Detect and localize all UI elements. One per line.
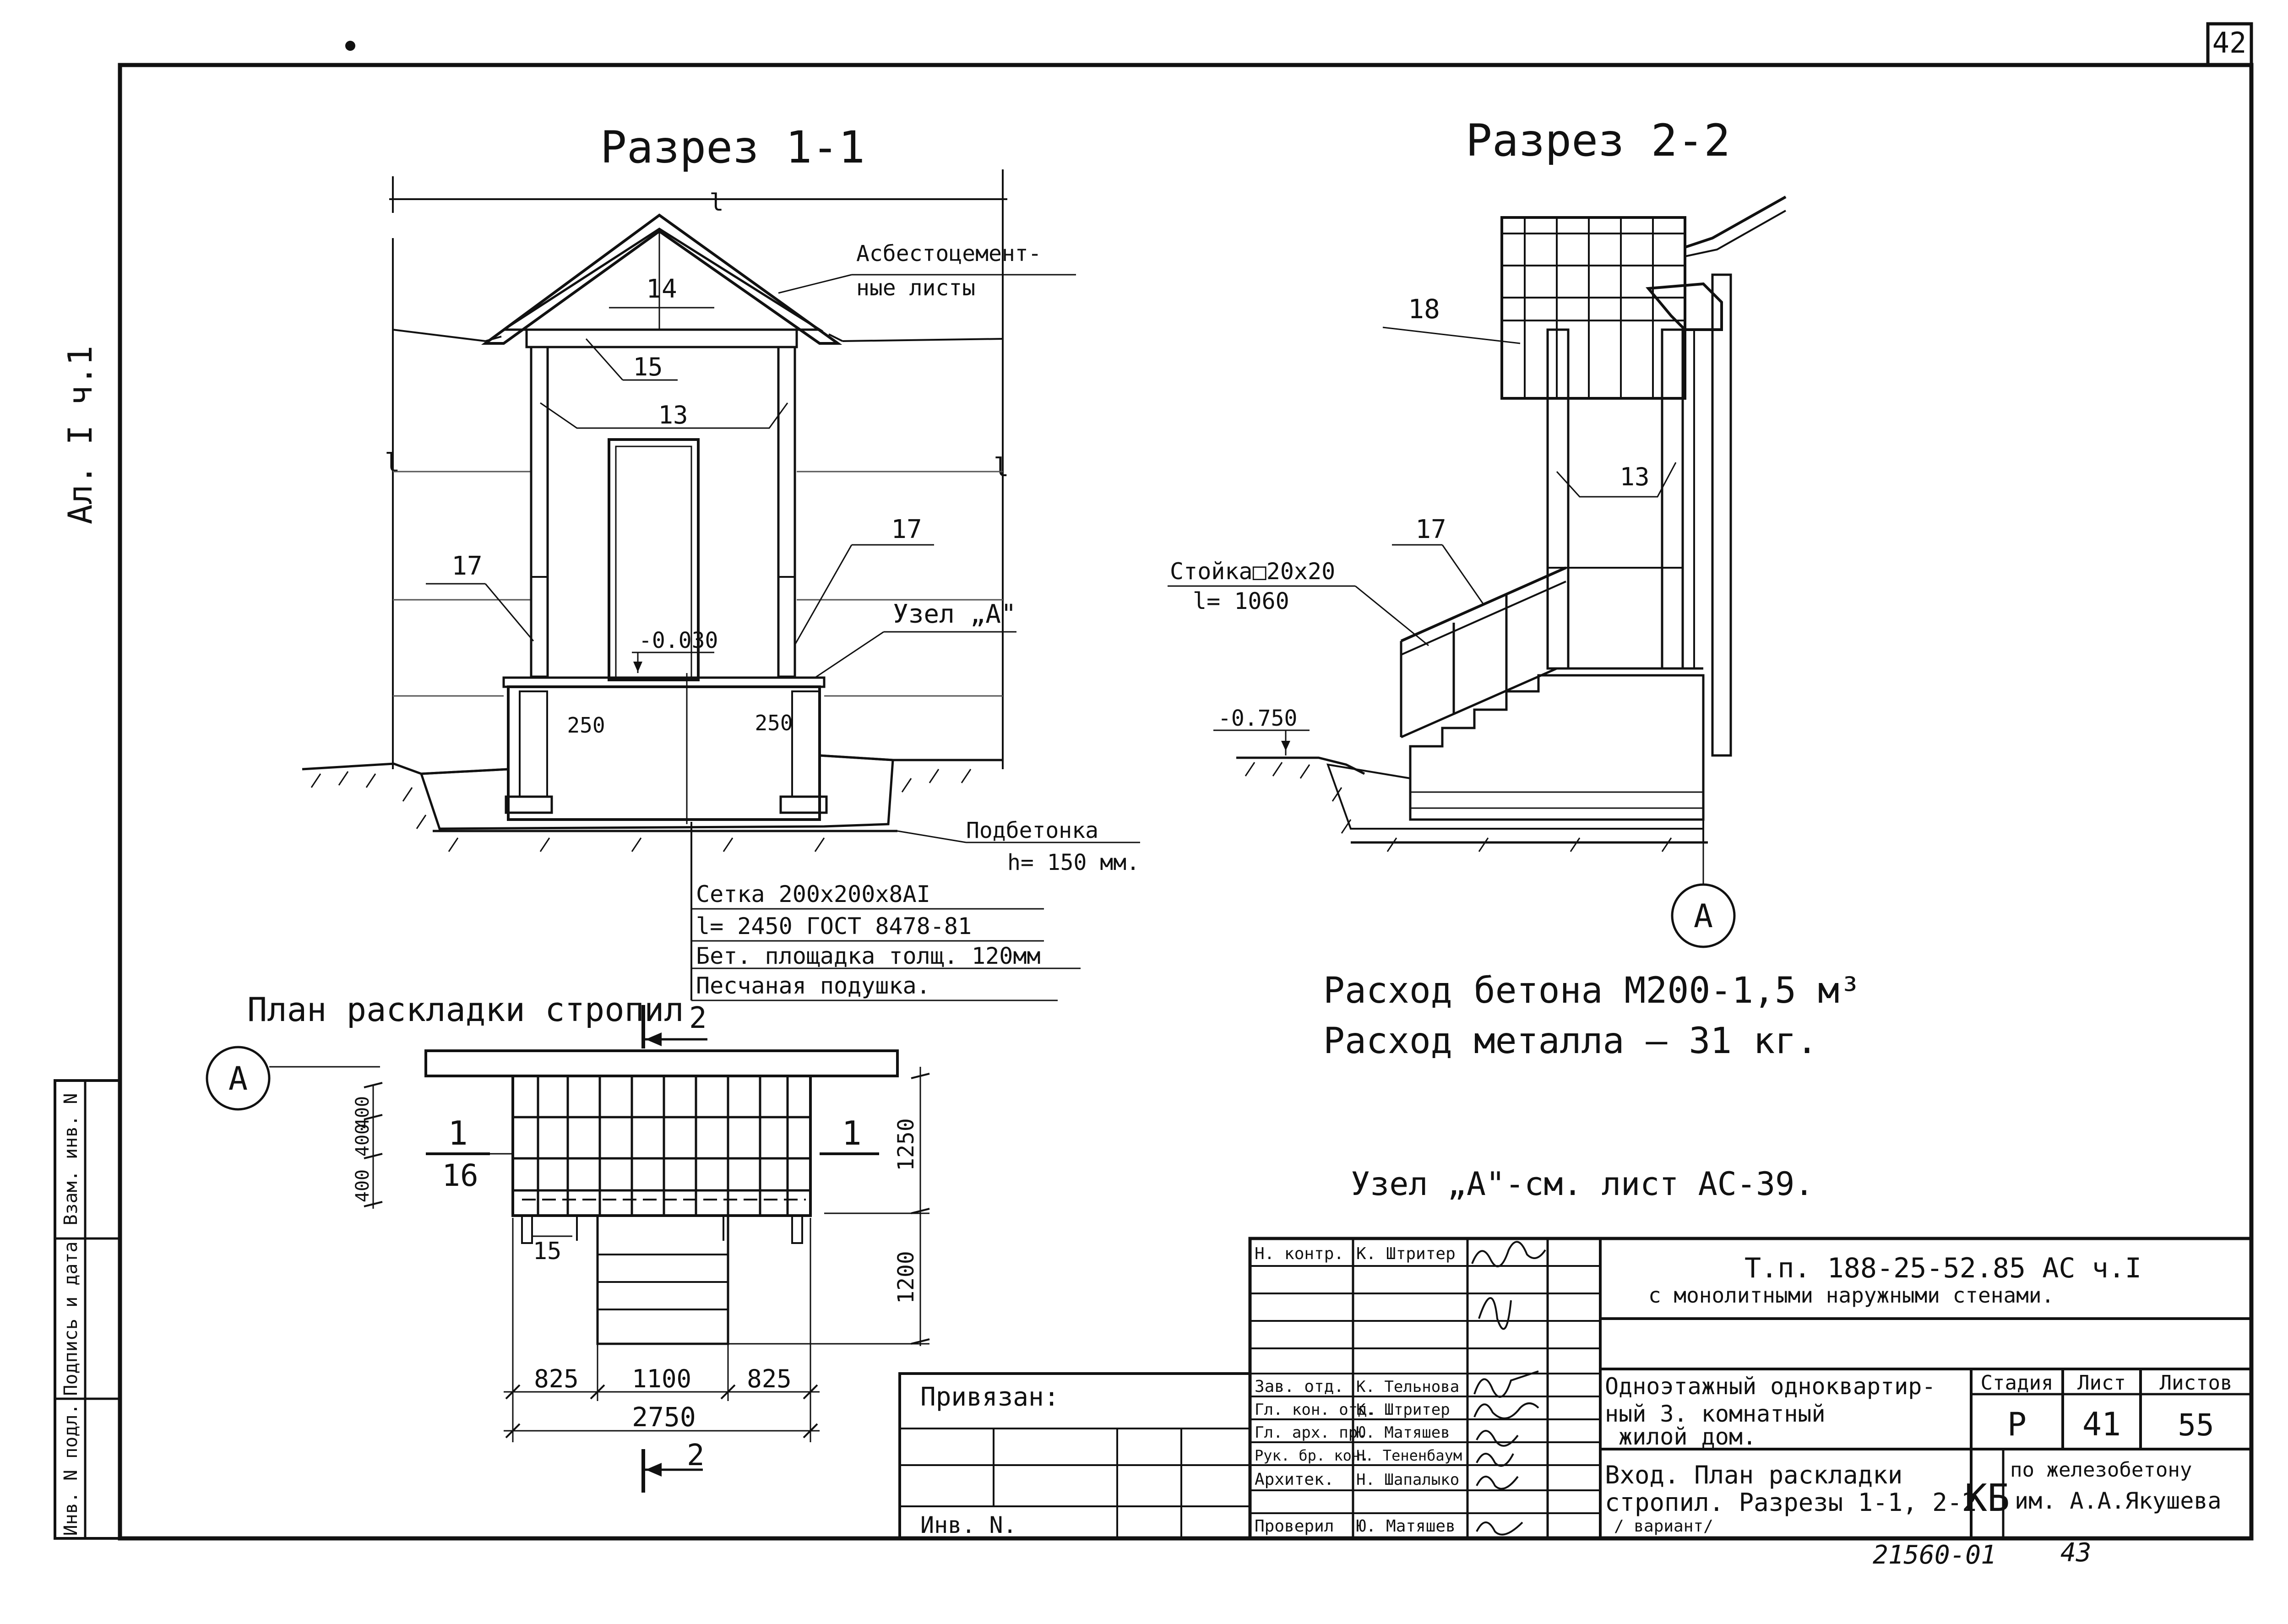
section1-note-2: l= 2450 ГОСТ 8478-81 xyxy=(696,913,972,940)
tb-inv: Инв. N. xyxy=(920,1512,1017,1538)
section2-level: -0.750 xyxy=(1218,706,1297,731)
section1-dim-left: l xyxy=(385,448,400,478)
section1-node-label: Узел „А" xyxy=(893,599,1016,629)
section2-title: Разрез 2-2 xyxy=(1466,115,1730,166)
sheet-number-box xyxy=(2206,22,2253,67)
consumption-metal: Расход металла — 31 кг. xyxy=(1323,1021,1818,1062)
plan-cut-top: 2 xyxy=(689,1001,707,1035)
side-stamp: Инв. N подл. Подпись и дата Взам. инв. N xyxy=(54,1079,121,1540)
plan-axis: A xyxy=(228,1060,248,1097)
tb-name-5: Н. Тененбаум xyxy=(1356,1447,1462,1464)
tb-name-4: Ю. Матяшев xyxy=(1356,1423,1450,1442)
section1-label-17-right: 17 xyxy=(891,515,922,544)
title-block: Н. контр. Зав. отд. Гл. кон. отд. Гл. ар… xyxy=(898,1237,2253,1540)
section1-label-15: 15 xyxy=(633,353,663,381)
stamp-signature-date: Подпись и дата xyxy=(60,1241,82,1396)
tb-building-1: Одноэтажный одноквартир- xyxy=(1605,1373,1935,1400)
tb-project-sub: с монолитными наружными стенами. xyxy=(1648,1283,2054,1308)
tb-building-3: жилой дом. xyxy=(1619,1423,1756,1450)
tb-role-6: Архитек. xyxy=(1255,1470,1334,1489)
bottom-code: 21560-01 xyxy=(1873,1540,1996,1570)
plan-label-15: 15 xyxy=(533,1238,562,1265)
tb-stage: Р xyxy=(2007,1406,2027,1443)
bottom-page: 43 xyxy=(2060,1538,2091,1568)
plan-cut1-left: 1 xyxy=(448,1114,467,1152)
tb-org-name-2: им. А.А.Якушева xyxy=(2015,1488,2222,1514)
tb-role-1: Н. контр. xyxy=(1255,1244,1344,1263)
tb-sheet-no: 41 xyxy=(2082,1406,2121,1443)
plan-left-dim-3: 400 xyxy=(352,1169,373,1202)
tb-sheet-title-1: Вход. План раскладки xyxy=(1605,1461,1902,1489)
tb-sheet-head: Лист xyxy=(2077,1371,2126,1395)
tb-role-3: Гл. кон. отд. xyxy=(1255,1401,1376,1419)
plan-right-dim-1: 1250 xyxy=(893,1118,919,1171)
section1-dim-250-left: 250 xyxy=(567,713,605,738)
section1-underlay-2: h= 150 мм. xyxy=(1007,850,1140,875)
section-1-1: Разрез 1-1 l l l 14 Асб xyxy=(302,122,1140,1001)
section1-label-17-left: 17 xyxy=(451,551,482,581)
section2-label-18: 18 xyxy=(1408,293,1440,325)
stamp-inv-podl: Инв. N подл. xyxy=(60,1404,82,1536)
section1-callout-roof-2: ные листы xyxy=(856,275,975,301)
section1-note-1: Сетка 200х200х8АI xyxy=(696,881,930,907)
section1-level: -0.030 xyxy=(639,628,718,653)
plan-left-dim-1: 400 xyxy=(352,1096,373,1129)
tb-sheet-title-3: / вариант/ xyxy=(1614,1517,1713,1536)
tb-role-5: Рук. бр. кон. xyxy=(1255,1447,1369,1464)
tb-building-2: ный 3. комнатный xyxy=(1605,1401,1826,1427)
tb-privyazan: Привязан: xyxy=(920,1382,1059,1412)
tb-name-6: Н. Шапалыко xyxy=(1356,1471,1459,1489)
section1-note-3: Бет. площадка толщ. 120мм xyxy=(696,943,1041,969)
signatures xyxy=(1471,1241,1546,1536)
tb-stage-head: Стадия xyxy=(1981,1371,2054,1395)
section1-title: Разрез 1-1 xyxy=(600,122,865,173)
tb-name-3: К. Штритер xyxy=(1356,1401,1450,1419)
plan-bottom-dim-1: 825 xyxy=(534,1364,579,1393)
tb-project-code: Т.п. 188-25-52.85 АС ч.I xyxy=(1745,1252,2141,1284)
tb-sheets-head: Листов xyxy=(2160,1371,2233,1395)
section2-label-13: 13 xyxy=(1620,462,1649,491)
section1-note-4: Песчаная подушка. xyxy=(696,972,930,999)
tb-org-code: КБ xyxy=(1965,1477,2010,1520)
plan-total-dim: 2750 xyxy=(632,1401,696,1433)
plan-bottom-dim-3: 825 xyxy=(747,1364,792,1393)
tb-sheets-total: 55 xyxy=(2178,1407,2214,1443)
rafter-plan: План раскладки стропил A 2 xyxy=(206,990,930,1493)
section2-post-2: l= 1060 xyxy=(1193,588,1289,614)
plan-right-dim-2: 1200 xyxy=(893,1251,919,1304)
section2-axis: A xyxy=(1694,897,1713,935)
plan-title: План раскладки стропил xyxy=(247,990,684,1029)
plan-left-dim-2: 400 xyxy=(352,1124,373,1157)
tb-org-name-1: по железобетону xyxy=(2010,1458,2192,1482)
plan-bottom-dim-2: 1100 xyxy=(632,1364,691,1393)
section2-post-1: Стойка□20х20 xyxy=(1170,558,1335,585)
section1-label-13: 13 xyxy=(658,401,688,429)
tb-role-7: Проверил xyxy=(1255,1517,1334,1536)
stamp-vzam-inv: Взам. инв. N xyxy=(60,1093,82,1226)
section1-dim-250-right: 250 xyxy=(755,711,793,735)
tb-name-1: К. Штритер xyxy=(1356,1244,1456,1263)
tb-role-4: Гл. арх. пр. xyxy=(1255,1423,1367,1442)
tb-name-7: Ю. Матяшев xyxy=(1356,1517,1456,1536)
punch-mark xyxy=(345,41,355,51)
side-label: Ал. I ч.1 xyxy=(61,346,99,524)
section1-callout-roof-1: Асбестоцемент- xyxy=(856,241,1042,266)
plan-cut1-right: 1 xyxy=(842,1114,861,1152)
section-2-2: Разрез 2-2 18 13 xyxy=(1168,115,1787,948)
section1-label-14: 14 xyxy=(646,274,677,304)
node-reference: Узел „А"-см. лист АС-39. xyxy=(1351,1165,1814,1203)
tb-role-2: Зав. отд. xyxy=(1255,1377,1344,1396)
section2-label-17: 17 xyxy=(1415,515,1446,544)
section1-dim-right: l xyxy=(994,453,1009,483)
sheet-number: 42 xyxy=(2212,26,2247,60)
tb-sheet-title-2: стропил. Разрезы 1-1, 2-2 xyxy=(1605,1488,1977,1517)
plan-cut1-left-sheet: 16 xyxy=(442,1158,478,1193)
tb-name-2: К. Тельнова xyxy=(1356,1378,1459,1396)
plan-cut-bottom: 2 xyxy=(687,1439,705,1472)
section1-dim-top: l xyxy=(709,189,723,217)
section1-underlay-1: Подбетонка xyxy=(966,818,1098,843)
consumption-concrete: Расход бетона М200-1,5 м³ xyxy=(1323,970,1861,1011)
